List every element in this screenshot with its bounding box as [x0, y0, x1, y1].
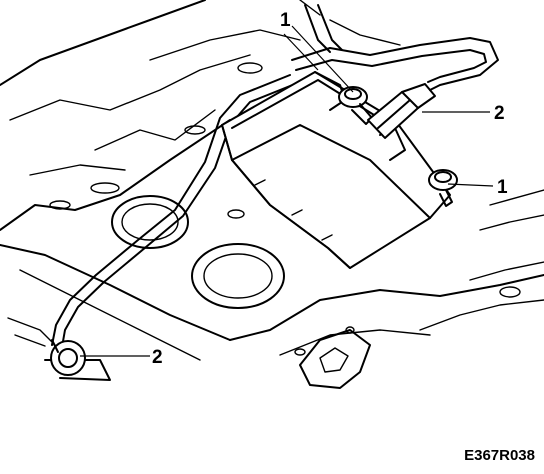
body-panel — [0, 0, 544, 389]
cable — [51, 4, 499, 348]
control-module — [221, 71, 451, 269]
callout-2-bottom: 2 — [152, 347, 163, 368]
callout-1-right: 1 — [497, 177, 508, 198]
leader-lines — [80, 25, 494, 357]
cable-connector — [367, 83, 436, 139]
figure-code: E367R038 — [464, 447, 535, 464]
cable-clamp — [50, 339, 86, 376]
callout-2-top: 2 — [494, 103, 505, 124]
fastener-lower — [428, 169, 458, 207]
callout-1-top: 1 — [280, 10, 291, 31]
